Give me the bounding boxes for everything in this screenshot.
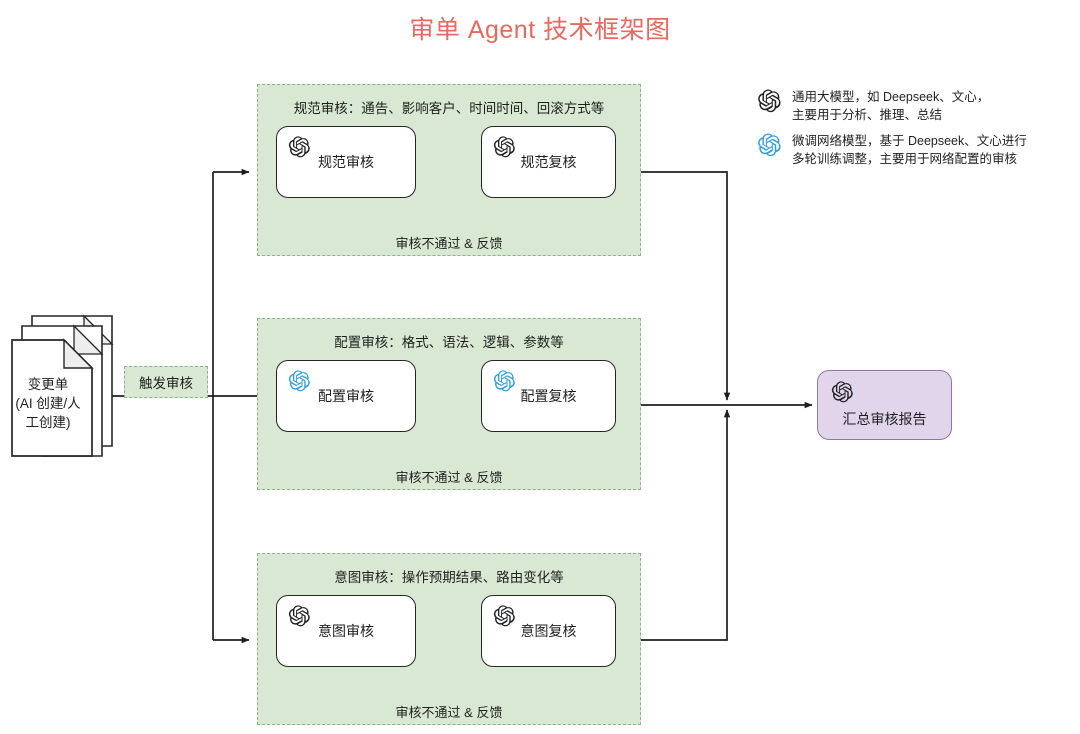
node-config-recheck[interactable]: 配置复核 [481, 360, 616, 432]
legend: 通用大模型，如 Deepseek、文心， 主要用于分析、推理、总结 微调网络模型… [756, 86, 1066, 166]
node-config-audit[interactable]: 配置审核 [276, 360, 416, 432]
openai-general-icon [492, 135, 516, 164]
openai-general-icon [492, 604, 516, 633]
node-label-config-audit: 配置审核 [318, 388, 374, 404]
node-label-intent-audit: 意图审核 [318, 623, 374, 639]
openai-finetuned-icon [756, 132, 782, 158]
node-label-spec-audit: 规范审核 [318, 154, 374, 170]
document-stack-icon [11, 314, 114, 457]
node-intent-audit[interactable]: 意图审核 [276, 595, 416, 667]
node-label-config-recheck: 配置复核 [520, 388, 577, 404]
openai-general-icon [756, 88, 782, 114]
source-document-stack [8, 310, 128, 460]
node-label-spec-recheck: 规范复核 [520, 154, 577, 170]
group-feedback-label-config: 审核不通过 & 反馈 [395, 470, 503, 485]
group-title-config: 配置审核：格式、语法、逻辑、参数等 [334, 335, 564, 350]
trigger-label: 触发审核 [124, 366, 208, 398]
summary-report-node[interactable]: 汇总审核报告 [817, 370, 952, 440]
node-intent-recheck[interactable]: 意图复核 [481, 595, 616, 667]
node-label-intent-recheck: 意图复核 [520, 623, 577, 639]
legend-item-general: 通用大模型，如 Deepseek、文心， 主要用于分析、推理、总结 [756, 88, 989, 124]
node-spec-recheck[interactable]: 规范复核 [481, 126, 616, 198]
group-title-intent: 意图审核：操作预期结果、路由变化等 [334, 570, 564, 585]
group-title-spec: 规范审核：通告、影响客户、时间时间、回滚方式等 [293, 101, 605, 116]
openai-finetuned-icon [492, 369, 516, 398]
node-spec-audit[interactable]: 规范审核 [276, 126, 416, 198]
legend-text-finetuned: 微调网络模型，基于 Deepseek、文心进行 多轮训练调整，主要用于网络配置的… [792, 134, 1027, 166]
openai-general-icon [830, 380, 854, 409]
group-feedback-label-spec: 审核不通过 & 反馈 [395, 236, 503, 251]
summary-report-label: 汇总审核报告 [842, 411, 927, 427]
source-label: 变更单 (AI 创建/人 工创建) [15, 377, 81, 430]
openai-general-icon [287, 604, 311, 633]
openai-general-icon [287, 135, 311, 164]
page-title: 审单 Agent 技术框架图 [409, 16, 671, 44]
legend-item-finetuned: 微调网络模型，基于 Deepseek、文心进行 多轮训练调整，主要用于网络配置的… [756, 132, 1027, 168]
openai-finetuned-icon [287, 369, 311, 398]
group-feedback-label-intent: 审核不通过 & 反馈 [395, 705, 503, 720]
legend-text-general: 通用大模型，如 Deepseek、文心， 主要用于分析、推理、总结 [792, 90, 990, 122]
